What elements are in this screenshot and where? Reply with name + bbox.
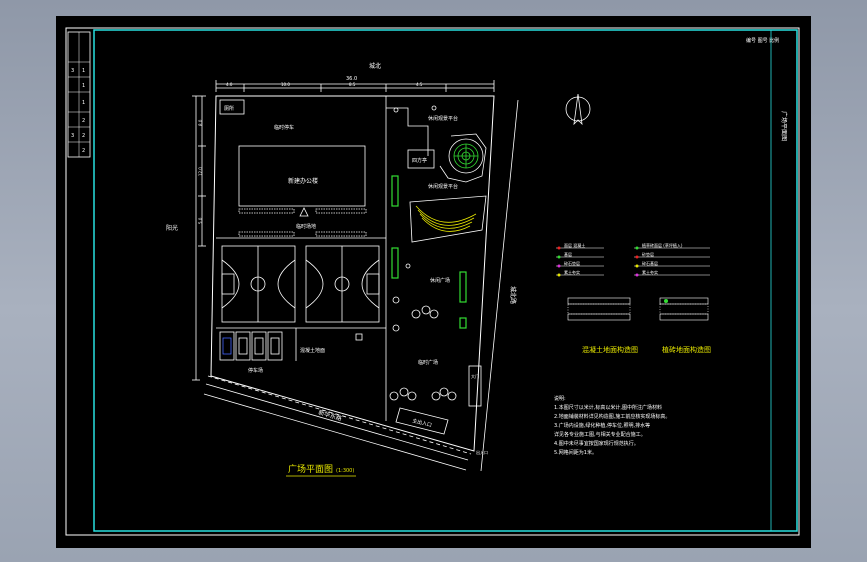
bottom-road-centerline xyxy=(207,375,472,455)
legend-item: 砂垫层 xyxy=(642,251,654,257)
lower-square-label: 临时广场 xyxy=(418,359,438,366)
site-boundary xyxy=(210,95,495,452)
detail-title-paver: 植砖地面构造图 xyxy=(662,345,711,354)
amphitheatre-seating xyxy=(415,205,477,232)
plaza-outline xyxy=(439,133,487,183)
legend-item: 碎石基层 xyxy=(642,260,658,266)
plan-title: 广场平面图 xyxy=(288,463,333,475)
office-building xyxy=(238,145,366,207)
side-entrance-strip xyxy=(468,365,482,407)
site-plan-drawing: 1 1 1 2 2 2 3 3 编号 图号 比例 广场平面图 36.0 4.0 … xyxy=(65,27,800,536)
left-title-block: 1 1 1 2 2 2 3 3 xyxy=(67,31,91,158)
dim-top-mid3: 4.5 xyxy=(416,82,423,87)
legend-item: 面层 混凝土 xyxy=(564,242,585,248)
inner-frame xyxy=(93,29,798,532)
notes-block: 说明: 1.本图尺寸以米计,标高以米计,图中所注广场材料 2.地面铺装材料详见构… xyxy=(554,395,670,456)
dim-top-total: 36.0 xyxy=(346,76,357,82)
left-road-label: 阳光 xyxy=(166,224,178,232)
title-block-cell: 1 xyxy=(82,68,85,74)
tree-cluster xyxy=(389,105,457,401)
round-plaza xyxy=(448,138,484,174)
site-plan: 36.0 4.0 10.0 8.5 4.5 城北 8.0 12.0 5.0 阳光… xyxy=(166,62,519,472)
right-title-block: 编号 图号 比例 广场平面图 xyxy=(746,30,788,531)
note-line: 1.本图尺寸以米计,标高以米计,图中所注广场材料 xyxy=(554,404,662,411)
parking-bays xyxy=(219,331,283,361)
sheet-title-vertical: 广场平面图 xyxy=(780,111,788,141)
right-road-label: 城北路 xyxy=(509,286,517,304)
hedge-strip xyxy=(238,231,295,237)
dim-top-mid1: 10.0 xyxy=(281,82,290,87)
pavilion xyxy=(407,149,435,169)
title-block-cell: 3 xyxy=(71,68,74,74)
seating-outline xyxy=(409,195,487,243)
entrance-arrow-icon xyxy=(299,207,309,217)
basketball-court-left xyxy=(221,245,296,323)
legend-item: 素土夯实 xyxy=(564,269,580,275)
hedge-strip xyxy=(238,208,295,214)
title-block-cell: 2 xyxy=(82,148,85,154)
note-line: 2.地面铺装材料详见构造图,施工前应核实现场标高。 xyxy=(554,413,670,420)
dim-left-b: 12.0 xyxy=(198,167,203,176)
note-line: 说明: xyxy=(554,395,566,402)
corner-exit-label: 出入口 xyxy=(476,449,488,455)
temp-parking-label: 临时停车 xyxy=(274,124,294,131)
concrete-area-label: 混凝土地面 xyxy=(300,347,325,354)
bottom-road-line xyxy=(205,383,469,461)
dim-left-a: 8.0 xyxy=(198,119,203,126)
basketball-court-right xyxy=(305,245,380,323)
note-line: 4.图中未尽事宜按国家现行规范执行。 xyxy=(554,440,639,447)
toilet-label: 厕所 xyxy=(224,105,234,112)
legend-item: 植草砖面层 (草坪植入) xyxy=(642,242,683,248)
top-road-label: 城北 xyxy=(369,62,381,70)
title-block-cell: 3 xyxy=(71,133,74,139)
dim-top-left: 4.0 xyxy=(226,82,233,87)
gate-label: 大门 xyxy=(471,373,479,379)
dim-left-c: 5.0 xyxy=(198,217,203,224)
parking-label: 停车场 xyxy=(248,367,263,374)
pavilion-label: 四方亭 xyxy=(412,157,427,164)
detail-concrete: 面层 混凝土 基层 碎石垫层 素土夯实 混凝土地面构造图 xyxy=(556,242,638,354)
office-building-label: 新建办公楼 xyxy=(288,177,318,185)
title-block-cell: 1 xyxy=(82,83,85,89)
hedge-strip xyxy=(315,231,367,237)
title-block-cell: 2 xyxy=(82,118,85,124)
drawing-code: 编号 图号 比例 xyxy=(746,37,779,44)
legend-item: 碎石垫层 xyxy=(564,260,580,266)
cad-drawing-sheet: 1 1 1 2 2 2 3 3 编号 图号 比例 广场平面图 36.0 4.0 … xyxy=(56,16,811,548)
square-label: 休闲广场 xyxy=(430,277,450,284)
bottom-road-line xyxy=(203,393,467,471)
plan-scale: (1:300) xyxy=(336,468,354,474)
note-line: 5.网格间距为1米。 xyxy=(554,449,597,456)
dim-top-mid2: 8.5 xyxy=(349,82,356,87)
note-line: 详见各专业施工图,与相关专业配合施工。 xyxy=(554,431,646,438)
legend-item: 素土夯实 xyxy=(642,269,658,275)
main-entrance-label: 主出入口 xyxy=(412,417,433,429)
left-dimension-chain xyxy=(192,95,206,381)
legend-item: 基层 xyxy=(564,251,572,257)
north-arrow-icon xyxy=(565,93,591,126)
detail-paver: 植草砖面层 (草坪植入) 砂垫层 碎石基层 素土夯实 植砖地面构造图 xyxy=(634,242,711,354)
landscape-path xyxy=(386,107,429,156)
detail-title-concrete: 混凝土地面构造图 xyxy=(582,345,638,354)
right-road-edge xyxy=(480,99,519,472)
landscape-platform-label-2: 休闲观景平台 xyxy=(428,183,458,190)
small-structure xyxy=(355,333,363,341)
title-block-cell: 2 xyxy=(82,133,85,139)
main-entrance xyxy=(395,407,449,435)
note-line: 3.广场内设施,绿化种植,停车位,照明,排水等 xyxy=(554,422,650,429)
landscape-platform-label: 休闲观景平台 xyxy=(428,115,458,122)
temp-area-label: 临时场地 xyxy=(296,223,316,230)
outer-frame xyxy=(65,27,800,536)
green-benches xyxy=(391,175,467,329)
top-dimension-chain xyxy=(215,80,495,92)
title-block-cell: 1 xyxy=(82,100,85,106)
toilet-block xyxy=(219,99,245,115)
hedge-strip xyxy=(315,208,367,214)
